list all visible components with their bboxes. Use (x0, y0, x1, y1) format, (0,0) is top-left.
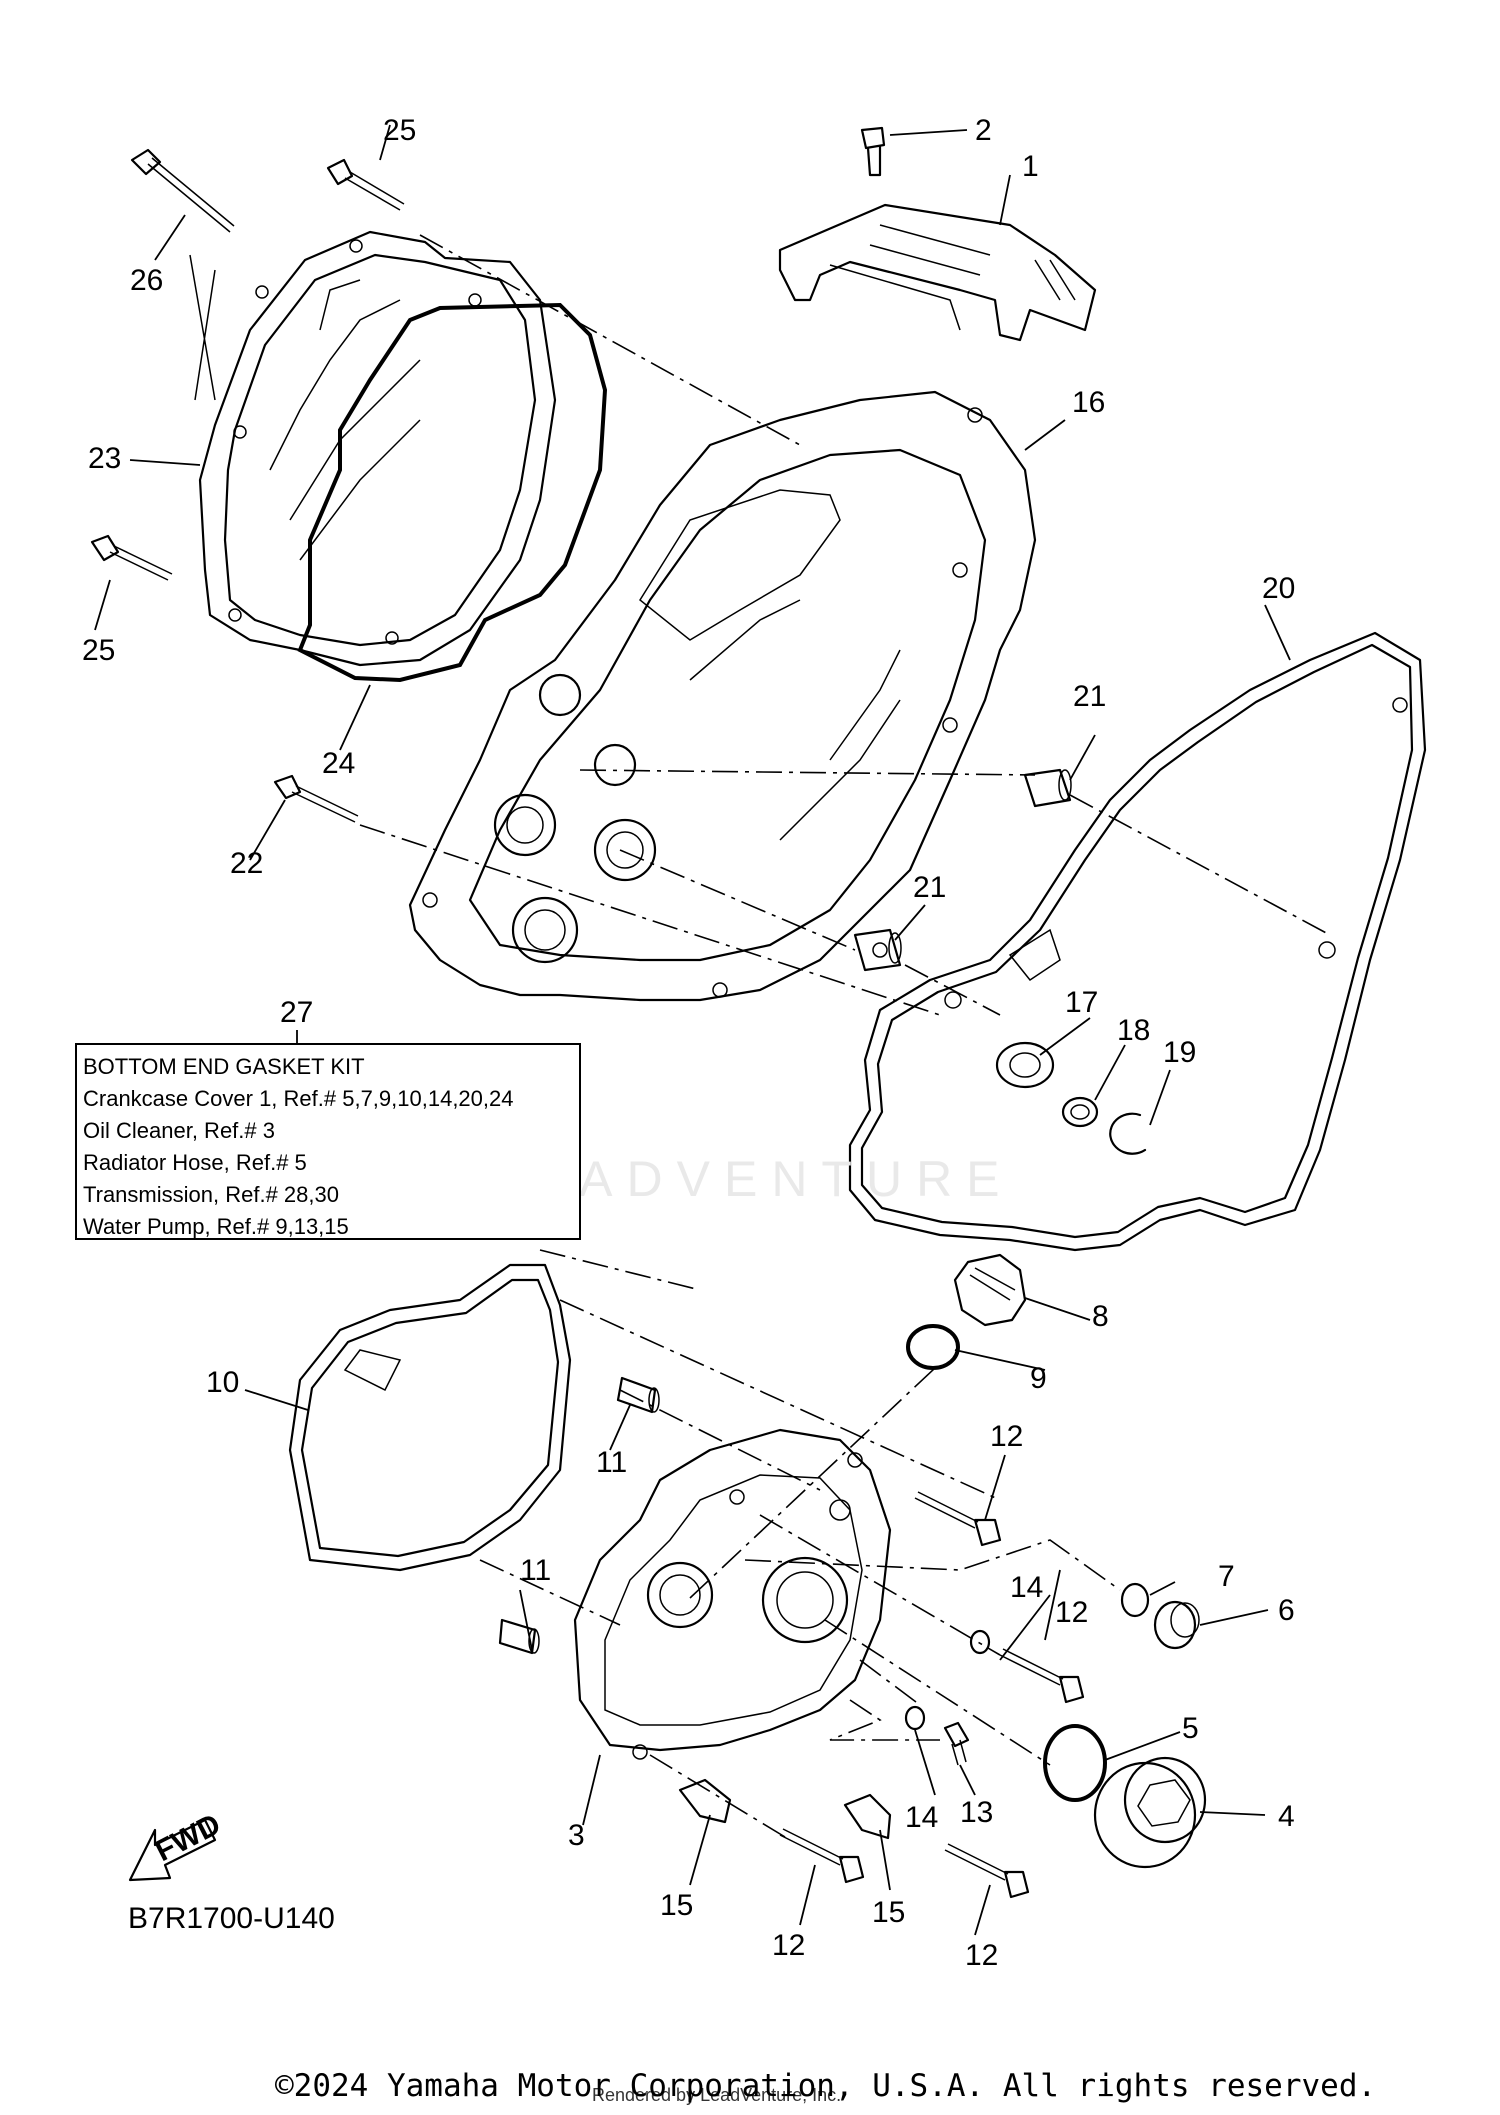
callout-17: 17 (1065, 986, 1098, 1019)
part-bolt-13 (943, 1721, 970, 1766)
kit-line: Crankcase Cover 1, Ref.# 5,7,9,10,14,20,… (83, 1086, 514, 1111)
callout-12d: 12 (965, 1939, 998, 1972)
part-oil-cleaner-cover (573, 1428, 892, 1760)
part-bearing-seal-clip (995, 1041, 1147, 1155)
assembly-lines (359, 234, 1331, 1841)
callout-18: 18 (1117, 1014, 1150, 1047)
kit-title: BOTTOM END GASKET KIT (83, 1054, 365, 1079)
callout-8: 8 (1092, 1300, 1109, 1333)
kit-line: Oil Cleaner, Ref.# 3 (83, 1118, 275, 1143)
callout-25b: 25 (82, 634, 115, 667)
kit-line: Radiator Hose, Ref.# 5 (83, 1150, 307, 1175)
callout-24: 24 (322, 747, 355, 780)
callout-12c: 12 (772, 1929, 805, 1962)
fwd-label: FWD (150, 1808, 226, 1868)
callout-2: 2 (975, 114, 992, 147)
kit-line: Transmission, Ref.# 28,30 (83, 1182, 339, 1207)
callout-1: 1 (1022, 150, 1039, 183)
callout-23: 23 (88, 442, 121, 475)
callout-11b: 11 (520, 1554, 551, 1587)
callout-5: 5 (1182, 1712, 1199, 1745)
part-gasket-right (848, 631, 1427, 1252)
leader-lines (94, 124, 1291, 1936)
callout-21b: 21 (913, 871, 946, 904)
fwd-arrow-icon: FWD (128, 1808, 226, 1882)
part-washers-14 (904, 1629, 991, 1731)
callout-22: 22 (230, 847, 263, 880)
gasket-kit-box: BOTTOM END GASKET KIT Crankcase Cover 1,… (75, 1043, 581, 1240)
part-plug-6 (1153, 1600, 1200, 1650)
part-clamps-15 (678, 1778, 892, 1840)
part-guide-plate (778, 203, 1097, 342)
part-dowels-21 (853, 768, 1072, 972)
part-o-ring-gasket (297, 302, 608, 683)
callout-25a: 25 (383, 114, 416, 147)
part-plug-4 (1093, 1756, 1207, 1869)
copyright-text: ©2024 Yamaha Motor Corporation, U.S.A. A… (275, 2068, 1377, 2104)
callout-4: 4 (1278, 1800, 1295, 1833)
part-cap-8 (953, 1253, 1027, 1327)
callout-14b: 14 (905, 1801, 938, 1834)
diagram-code: B7R1700-U140 (128, 1902, 335, 1935)
callout-15b: 15 (872, 1896, 905, 1929)
callout-16: 16 (1072, 386, 1105, 419)
callout-10: 10 (206, 1366, 239, 1399)
part-o-ring-5 (1043, 1724, 1107, 1802)
callout-27: 27 (280, 996, 313, 1029)
part-o-ring-9 (906, 1324, 960, 1370)
callout-7: 7 (1218, 1560, 1235, 1593)
rendered-by-text: Rendered by LeadVenture, Inc. (592, 2085, 842, 2105)
callout-12a: 12 (990, 1420, 1023, 1453)
callout-19: 19 (1163, 1036, 1196, 1069)
part-gasket-lower (288, 1263, 572, 1572)
callout-11a: 11 (596, 1446, 627, 1479)
kit-line: Water Pump, Ref.# 9,13,15 (83, 1214, 349, 1239)
part-crankcase-cover-1 (408, 390, 1037, 1002)
part-crankcase-cover-outer (189, 230, 557, 667)
part-o-ring-7 (1120, 1582, 1150, 1618)
part-bolt-2 (860, 126, 886, 177)
callout-26: 26 (130, 264, 163, 297)
callout-20: 20 (1262, 572, 1295, 605)
callout-15a: 15 (660, 1889, 693, 1922)
callout-12b: 12 (1055, 1596, 1088, 1629)
callout-14a: 14 (1010, 1571, 1043, 1604)
callout-13: 13 (960, 1796, 993, 1829)
callout-numbers: 1 2 3 4 5 6 7 8 9 10 11 11 12 12 12 12 1… (82, 114, 1295, 1972)
part-bolts-12 (779, 1491, 1085, 1899)
part-dowels-11 (498, 1376, 660, 1655)
callout-3: 3 (568, 1819, 585, 1852)
callout-21a: 21 (1073, 680, 1106, 713)
callout-6: 6 (1278, 1594, 1295, 1627)
part-bolts-upper-left (90, 148, 405, 823)
callout-9: 9 (1030, 1362, 1047, 1395)
